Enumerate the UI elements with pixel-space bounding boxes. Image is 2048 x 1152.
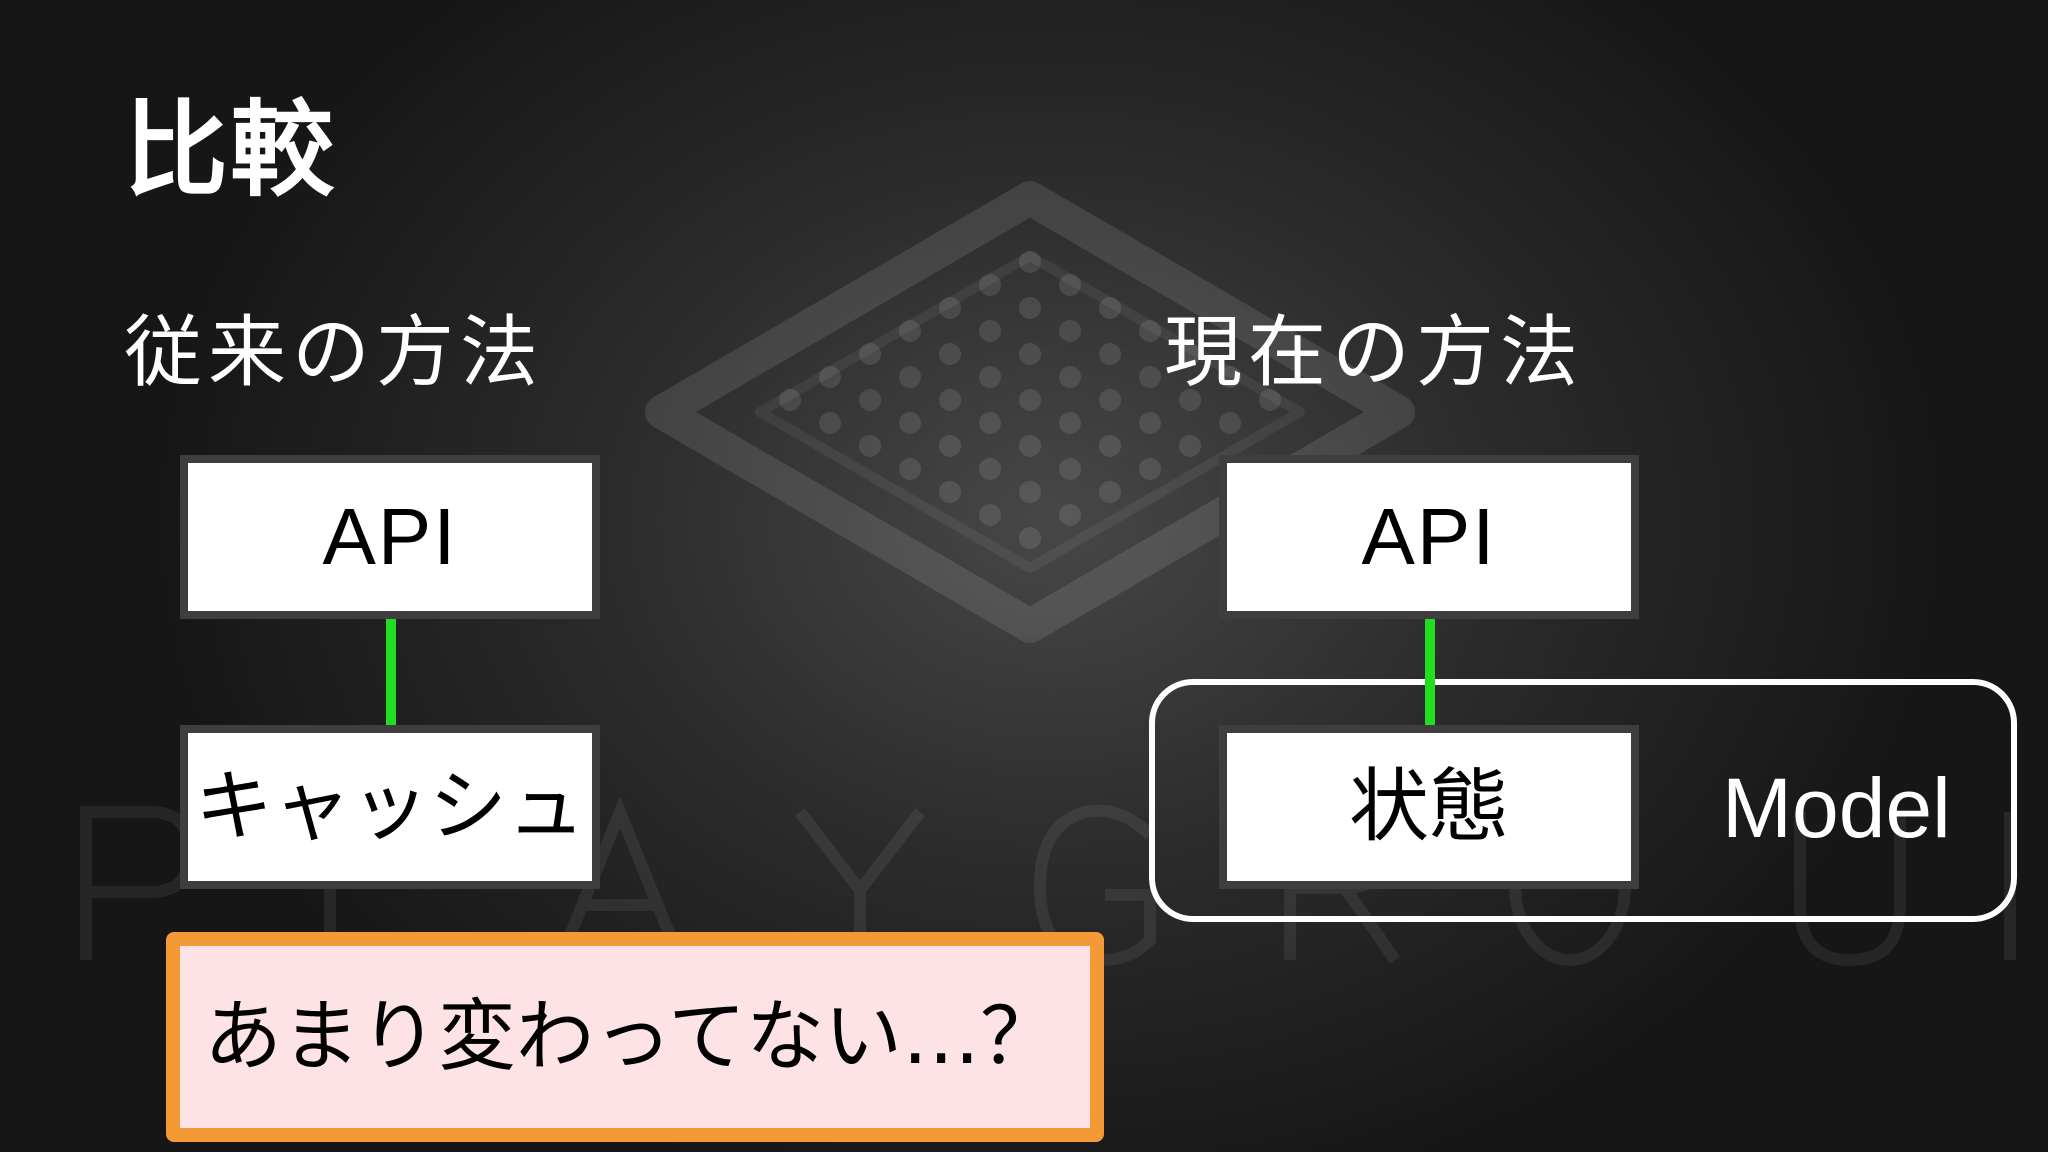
right-api-label: API xyxy=(1361,492,1497,581)
cache-label: キャッシュ xyxy=(194,762,585,852)
model-label: Model xyxy=(1722,761,1951,855)
current-method-heading: 現在の方法 xyxy=(1164,308,1585,398)
model-group-frame xyxy=(1149,679,2017,922)
left-api-label: API xyxy=(322,492,458,581)
state-label: 状態 xyxy=(1349,760,1509,853)
callout-text: あまり変わってない…？ xyxy=(204,992,1059,1082)
cache-box: キャッシュ xyxy=(180,725,600,889)
traditional-method-heading: 従来の方法 xyxy=(124,308,545,398)
left-connector-line xyxy=(386,619,396,725)
page-title: 比較 xyxy=(124,89,337,211)
state-box: 状態 xyxy=(1219,725,1639,889)
right-connector-line xyxy=(1425,619,1435,725)
left-api-box: API xyxy=(180,455,600,619)
right-api-box: API xyxy=(1219,455,1639,619)
callout-box: あまり変わってない…？ xyxy=(166,932,1104,1142)
